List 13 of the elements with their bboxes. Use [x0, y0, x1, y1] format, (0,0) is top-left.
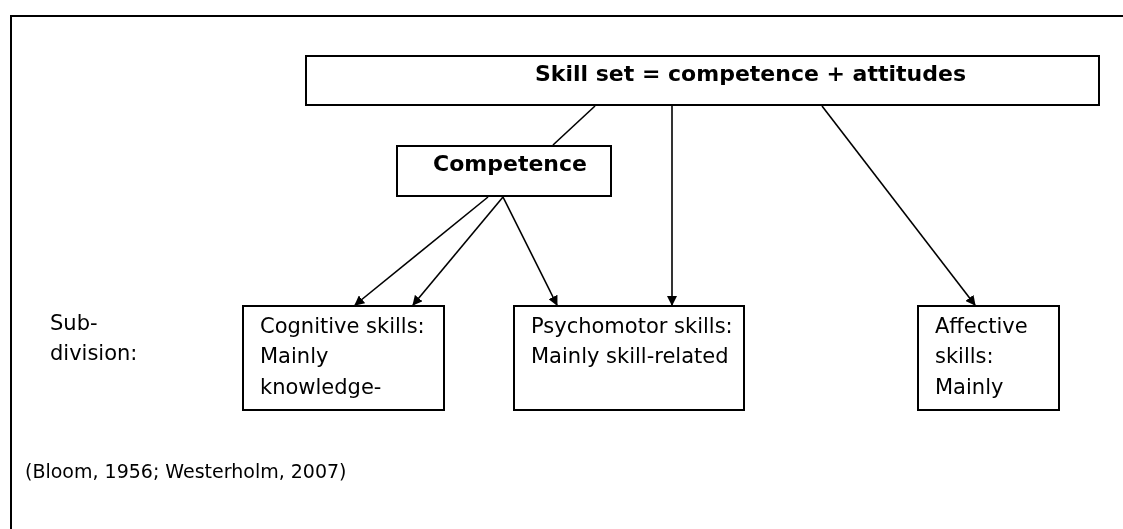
arrow — [502, 196, 558, 306]
connector-line — [552, 105, 596, 146]
row-label: Sub- division: — [50, 310, 139, 368]
citation-text: (Bloom, 1956; Westerholm, 2007) — [25, 459, 347, 484]
category-box: Affective skills: Mainly — [917, 305, 1060, 411]
arrow — [354, 196, 489, 306]
arrow — [821, 105, 976, 306]
category-box: Cognitive skills: Mainly knowledge- — [242, 305, 445, 411]
arrow — [412, 196, 504, 306]
category-box: Psychomotor skills: Mainly skill-related — [513, 305, 745, 411]
title-box: Skill set = competence + attitudes — [305, 55, 1100, 106]
concept-box: Competence — [396, 145, 612, 197]
arrow — [667, 105, 677, 306]
